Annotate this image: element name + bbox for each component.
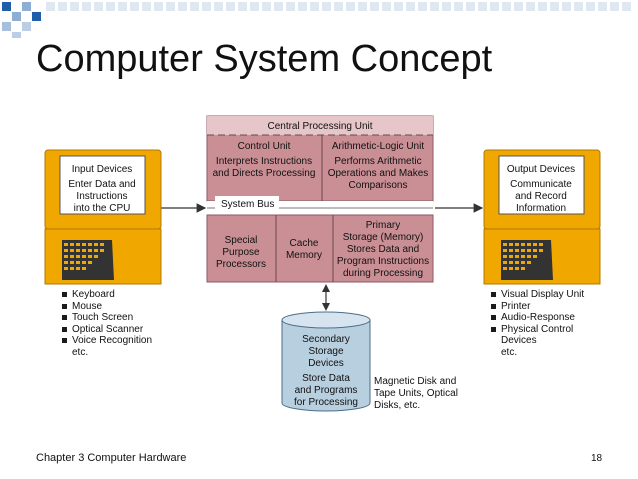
secondary-line5: and Programs (295, 385, 358, 396)
list-item-continuation: Devices (501, 335, 537, 346)
list-item: Audio-Response (491, 312, 584, 324)
list-item: Mouse (62, 301, 152, 313)
footer-chapter: Chapter 3 Computer Hardware (36, 452, 187, 464)
secondary-caption: Magnetic Disk and Tape Units, Optical Di… (374, 376, 458, 411)
special-line2: Purpose (222, 247, 260, 258)
control-unit-line2: and Directs Processing (213, 168, 316, 179)
list-item: Physical Control (491, 324, 584, 336)
list-item: Voice Recognition (62, 335, 152, 347)
system-bus-label: System Bus (221, 199, 274, 210)
storage-arrow (322, 284, 330, 311)
page-number: 18 (591, 453, 603, 464)
decorative-squares (2, 2, 631, 38)
input-line3: Instructions (76, 191, 127, 202)
primary-line2: Storage (Memory) (343, 232, 424, 243)
secondary-caption-line3: Disks, etc. (374, 400, 420, 411)
output-device-list: Visual Display Unit Printer Audio-Respon… (491, 289, 584, 358)
output-keyboard-keys (503, 243, 543, 270)
control-unit-title: Control Unit (238, 141, 291, 152)
output-line4: Information (516, 203, 566, 214)
cpu-header: Central Processing Unit (267, 121, 372, 132)
output-devices-text: Output Devices Communicate and Record In… (507, 164, 575, 214)
list-item: Optical Scanner (62, 324, 152, 336)
cpu-block: Central Processing Unit Control Unit Int… (206, 115, 434, 202)
input-device-list: Keyboard Mouse Touch Screen Optical Scan… (62, 289, 152, 358)
secondary-line3: Devices (308, 358, 344, 369)
list-item: Touch Screen (62, 312, 152, 324)
input-line2: Enter Data and (68, 179, 135, 190)
alu-title: Arithmetic-Logic Unit (332, 141, 424, 152)
list-item: Visual Display Unit (491, 289, 584, 301)
secondary-line2: Storage (308, 346, 343, 357)
control-unit-line1: Interprets Instructions (216, 156, 312, 167)
list-item: Printer (491, 301, 584, 313)
cache-line1: Cache (290, 238, 319, 249)
secondary-line1: Secondary (302, 334, 350, 345)
input-line1: Input Devices (72, 164, 133, 175)
input-line4: into the CPU (74, 203, 131, 214)
primary-line5: during Processing (343, 268, 423, 279)
output-line1: Output Devices (507, 164, 575, 175)
primary-line1: Primary (366, 220, 400, 231)
alu-line3: Comparisons (349, 180, 408, 191)
output-line3: and Record (515, 191, 567, 202)
special-line3: Processors (216, 259, 266, 270)
memory-block: Special Purpose Processors Cache Memory … (206, 214, 434, 283)
list-item-continuation: etc. (72, 346, 89, 358)
secondary-line4: Store Data (302, 373, 350, 384)
primary-line4: Program Instructions (337, 256, 429, 267)
system-bus: System Bus (207, 196, 433, 215)
input-devices-text: Input Devices Enter Data and Instruction… (68, 164, 135, 214)
slide-title: Computer System Concept (36, 38, 493, 80)
list-item: Keyboard (62, 289, 152, 301)
cache-line2: Memory (286, 250, 322, 261)
secondary-caption-line1: Magnetic Disk and (374, 376, 456, 387)
secondary-caption-line2: Tape Units, Optical (374, 388, 458, 399)
secondary-line6: for Processing (294, 397, 358, 408)
input-keyboard-keys (64, 243, 104, 270)
output-line2: Communicate (510, 179, 572, 190)
special-line1: Special (225, 235, 258, 246)
secondary-storage-cylinder: Secondary Storage Devices Store Data and… (281, 311, 371, 412)
list-item-continuation: etc. (501, 346, 518, 358)
primary-line3: Stores Data and (347, 244, 419, 255)
alu-line1: Performs Arithmetic (334, 156, 421, 167)
alu-line2: Operations and Makes (328, 168, 429, 179)
